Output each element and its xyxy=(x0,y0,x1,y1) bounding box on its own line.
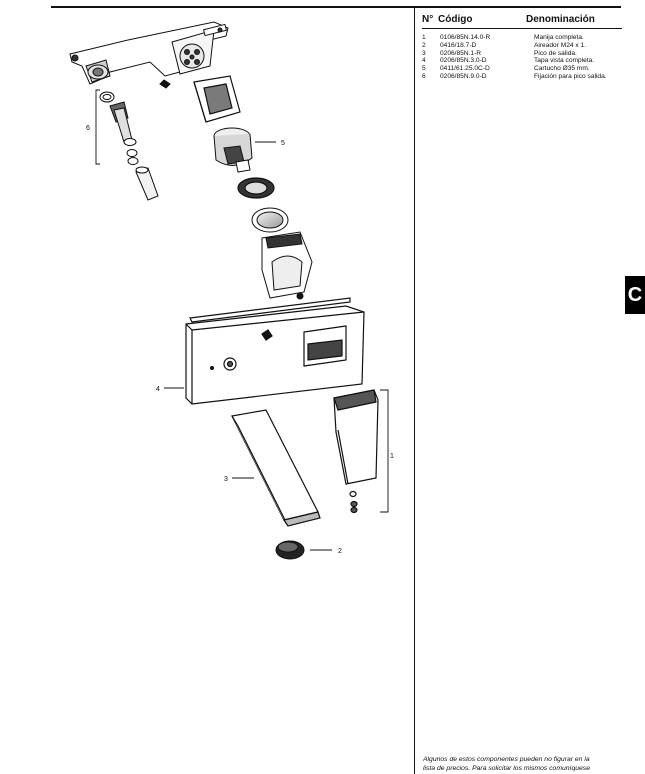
table-row: 5 0411/61.25.0C-D Cartucho Ø35 mm. xyxy=(422,65,622,73)
header-code: Código xyxy=(438,14,473,25)
row-name: Cartucho Ø35 mm. xyxy=(534,65,590,73)
square-sleeve xyxy=(193,75,241,123)
footnote-line-1: Algunos de estos componentes pueden no f… xyxy=(423,756,590,763)
parts-table: N° Código Denominación 1 0106/85N.14.0-R… xyxy=(422,14,622,81)
callout-5: 5 xyxy=(281,140,285,147)
leader-lines xyxy=(95,89,389,551)
row-number: 2 xyxy=(422,41,426,49)
row-code: 0206/85N.3.0-D xyxy=(440,57,487,65)
chrome-ring xyxy=(251,207,289,233)
threaded-ring xyxy=(237,177,275,199)
row-code: 0411/61.25.0C-D xyxy=(440,65,490,73)
table-row: 3 0206/85N.1-R Pico de salida. xyxy=(422,50,622,58)
handle xyxy=(333,389,379,514)
row-name: Tapa vista completa. xyxy=(534,57,595,65)
row-number: 3 xyxy=(422,49,426,57)
row-number: 1 xyxy=(422,34,426,41)
row-number: 6 xyxy=(422,72,426,80)
callout-3: 3 xyxy=(224,476,228,483)
cartridge xyxy=(213,127,253,173)
handle-housing xyxy=(261,231,313,300)
cover-plate xyxy=(185,297,365,405)
footnote: Algunos de estos componentes pueden no f… xyxy=(423,755,623,773)
table-row: 6 0206/85N.9.0-D Fijación para pico sali… xyxy=(422,73,622,81)
row-name: Aireador M24 x 1. xyxy=(534,41,587,49)
table-row: 2 0416/18.7-D Aireador M24 x 1. xyxy=(422,42,622,50)
row-number: 4 xyxy=(422,57,426,65)
callout-4: 4 xyxy=(156,386,160,393)
table-row: 1 0106/85N.14.0-R Manija completa. xyxy=(422,34,622,42)
row-name: Manija completa. xyxy=(534,34,584,41)
row-code: 0206/85N.9.0-D xyxy=(440,72,487,80)
column-divider xyxy=(414,8,415,774)
row-name: Fijación para pico salida. xyxy=(534,72,607,80)
row-name: Pico de salida. xyxy=(534,49,577,57)
header-name: Denominación xyxy=(526,14,595,25)
row-code: 0206/85N.1-R xyxy=(440,49,482,57)
callout-1: 1 xyxy=(390,453,394,460)
callout-2: 2 xyxy=(338,548,342,555)
callout-6: 6 xyxy=(86,125,90,132)
valve-body xyxy=(69,21,229,89)
section-tab: C xyxy=(625,276,645,314)
parts-table-body: 1 0106/85N.14.0-R Manija completa. 2 041… xyxy=(422,29,622,81)
spout-fixing-assembly xyxy=(99,91,159,201)
aerator xyxy=(275,540,305,560)
row-code: 0106/85N.14.0-R xyxy=(440,34,491,41)
header-number: N° xyxy=(422,14,434,25)
row-code: 0416/18.7-D xyxy=(440,41,477,49)
row-number: 5 xyxy=(422,65,426,73)
spout xyxy=(231,409,321,527)
table-row: 4 0206/85N.3.0-D Tapa vista completa. xyxy=(422,57,622,65)
parts-table-header: N° Código Denominación xyxy=(422,14,622,29)
footnote-line-2: lista de precios. Para solicitar los mis… xyxy=(423,765,590,772)
top-rule xyxy=(51,6,621,8)
exploded-diagram: 6 5 4 3 2 1 xyxy=(69,21,394,560)
